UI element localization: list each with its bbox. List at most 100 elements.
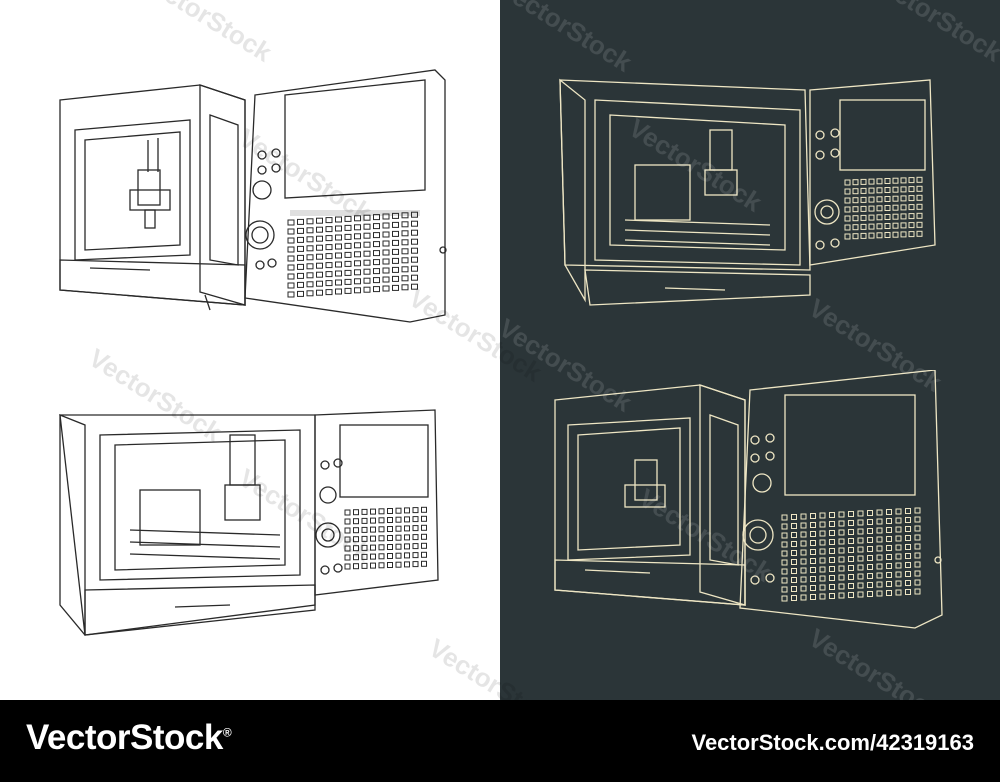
keypad-key xyxy=(829,512,835,518)
keypad-key xyxy=(421,506,427,513)
keypad-key xyxy=(886,572,892,578)
keypad-key xyxy=(908,195,915,202)
keypad-key xyxy=(401,266,409,273)
keypad-key xyxy=(857,537,864,544)
keypad-key xyxy=(908,177,915,184)
keypad-key xyxy=(848,520,854,526)
keypad-key xyxy=(344,215,352,222)
keypad-key xyxy=(892,204,899,211)
keypad-key xyxy=(800,522,807,529)
image-id: VectorStock.com/42319163 xyxy=(691,730,974,755)
keypad-key xyxy=(373,259,380,266)
keypad-key xyxy=(306,272,314,279)
keypad-key xyxy=(914,552,921,559)
keypad-key xyxy=(421,524,427,531)
keypad-key xyxy=(800,549,807,556)
keypad-key xyxy=(361,544,368,551)
keypad-key xyxy=(382,222,390,229)
keypad-key xyxy=(781,550,788,557)
keypad-key xyxy=(335,216,342,223)
keypad-key xyxy=(895,580,902,587)
keypad-key xyxy=(363,259,371,266)
keypad-key xyxy=(900,204,907,211)
keypad-key xyxy=(344,287,352,294)
keypad-key xyxy=(886,527,892,533)
keypad-key xyxy=(860,187,867,194)
keypad-key xyxy=(829,566,835,572)
keypad-key xyxy=(344,545,351,552)
keypad-key xyxy=(316,262,323,269)
keypad-key xyxy=(829,530,835,536)
keypad-key xyxy=(404,543,410,550)
cnc-machine-angle-view xyxy=(59,409,439,636)
keypad-key xyxy=(848,583,854,589)
keypad-key xyxy=(914,579,921,586)
keypad-key xyxy=(905,562,911,568)
keypad-key xyxy=(838,556,845,563)
keypad-key xyxy=(884,205,891,211)
keypad-key xyxy=(344,518,351,525)
keypad-key xyxy=(387,517,393,523)
keypad-key xyxy=(370,562,376,569)
keypad-key xyxy=(876,581,883,588)
keypad-key xyxy=(354,215,361,222)
keypad-key xyxy=(387,562,393,568)
keypad-key xyxy=(401,248,409,255)
keypad-key xyxy=(848,565,854,571)
keypad-key xyxy=(838,574,845,581)
keypad-key xyxy=(895,517,902,524)
keypad-key xyxy=(844,188,851,195)
keypad-key xyxy=(781,514,788,521)
keypad-key xyxy=(378,526,385,533)
footer-bar xyxy=(0,700,1000,782)
keypad-key xyxy=(354,224,361,231)
keypad-key xyxy=(810,567,816,573)
keypad-key xyxy=(810,522,816,528)
cnc-machine-side-view xyxy=(554,370,943,629)
keypad-key xyxy=(791,532,797,538)
keypad-key xyxy=(791,568,797,574)
keypad-key xyxy=(860,196,867,203)
keypad-key xyxy=(848,538,854,544)
keypad-key xyxy=(905,517,911,523)
keypad-key xyxy=(886,554,892,560)
keypad-key xyxy=(791,514,797,520)
keypad-key xyxy=(908,204,915,211)
keypad-key xyxy=(378,544,385,551)
keypad-key xyxy=(412,525,419,532)
keypad-key xyxy=(905,508,911,514)
keypad-key xyxy=(354,287,361,294)
keypad-key xyxy=(363,277,371,284)
keypad-key xyxy=(829,557,835,563)
keypad-key xyxy=(868,205,875,212)
keypad-key xyxy=(401,221,409,228)
keypad-key xyxy=(411,283,418,290)
keypad-key xyxy=(325,280,333,287)
keypad-key xyxy=(306,236,314,243)
keypad-key xyxy=(353,554,359,561)
keypad-key xyxy=(373,277,380,284)
keypad-key xyxy=(344,269,352,276)
keypad-key xyxy=(916,212,923,219)
keypad-key xyxy=(791,559,797,565)
keypad-key xyxy=(404,507,410,514)
keypad-key xyxy=(905,535,911,541)
keypad-key xyxy=(370,526,376,533)
keypad-key xyxy=(361,517,368,524)
keypad-key xyxy=(316,280,323,287)
keypad-key xyxy=(344,527,351,534)
keypad-key xyxy=(791,550,797,556)
brand-logo[interactable]: VectorStock® xyxy=(26,718,232,758)
keypad-key xyxy=(404,561,410,568)
keypad-key xyxy=(373,286,380,293)
keypad-key xyxy=(800,594,807,601)
keypad-key xyxy=(838,565,845,572)
keypad-key xyxy=(916,185,923,192)
keypad-key xyxy=(378,562,385,569)
keypad-key xyxy=(868,223,875,230)
keypad-key xyxy=(335,243,342,250)
keypad-key xyxy=(353,509,359,516)
keypad-key xyxy=(884,196,891,202)
keypad-key xyxy=(412,516,419,523)
keypad-key xyxy=(421,551,427,558)
